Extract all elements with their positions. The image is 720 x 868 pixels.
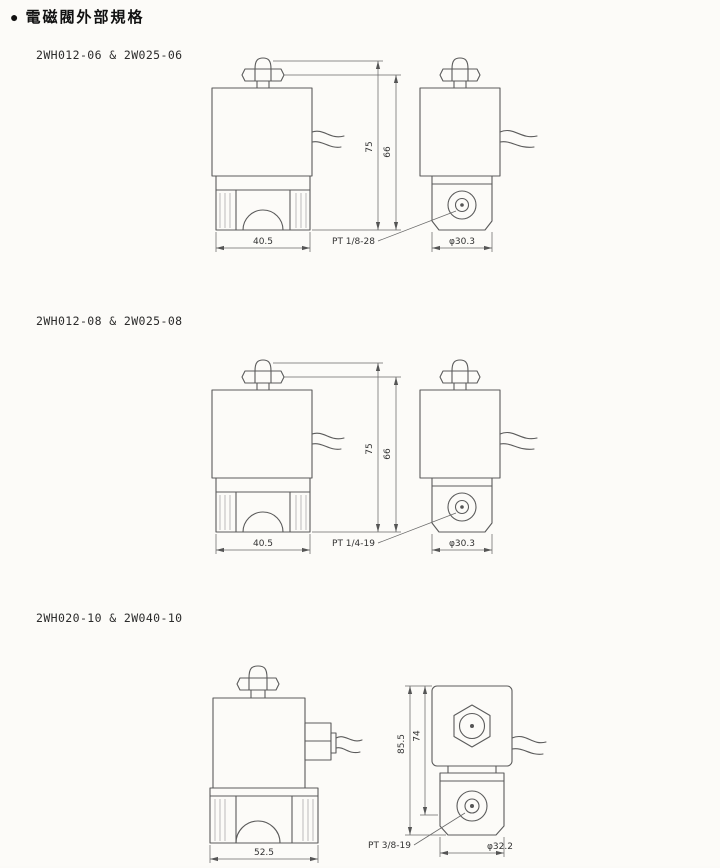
- port-size-label: PT 3/8-19: [368, 841, 411, 851]
- valve-drawing-section-3: 52.5 85.5 74: [209, 665, 547, 863]
- bullet-icon: ●: [10, 8, 19, 25]
- coil-height-dim-label: 74: [413, 730, 423, 742]
- lead-wires: [499, 130, 538, 148]
- dim-width: 40.5: [215, 534, 311, 554]
- coil-body: [211, 389, 313, 479]
- valve-body: [439, 765, 505, 836]
- cap-nut: [241, 359, 285, 391]
- front-view: 40.5: [211, 57, 345, 252]
- cap-nut: [241, 57, 285, 89]
- diameter-dim-label: φ30.3: [449, 237, 475, 247]
- dim-diameter: φ30.3: [431, 534, 493, 554]
- side-view: PT 1/8-28 φ30.3: [332, 57, 538, 252]
- coil-body: [419, 87, 501, 177]
- dim-height-total: 75: [273, 362, 401, 533]
- valve-body: [431, 175, 493, 231]
- port-center-dot: [470, 804, 474, 808]
- model-label-1: 2WH012-06 & 2W025-06: [36, 48, 183, 62]
- dim-height-total: 85.5: [397, 685, 446, 836]
- total-height-dim-label: 75: [365, 141, 375, 152]
- cap-nut: [236, 665, 280, 699]
- port-size-label: PT 1/8-28: [332, 237, 375, 247]
- port-outer-circle: [447, 492, 477, 522]
- valve-body: [209, 787, 319, 844]
- port-outer-circle: [456, 790, 488, 822]
- coil-height-dim-label: 66: [383, 146, 393, 158]
- total-height-dim-label: 75: [365, 443, 375, 454]
- lead-wires: [511, 736, 547, 755]
- port-outer-circle: [447, 190, 477, 220]
- dim-height-total: 75: [273, 60, 401, 231]
- hex-nut-top: [453, 704, 491, 748]
- side-view: PT 1/4-19 φ30.3: [332, 359, 538, 554]
- valve-drawing-section-2: 40.5 75 66: [211, 359, 538, 554]
- conduit-box: [304, 722, 337, 761]
- dim-diameter: φ32.2: [439, 837, 513, 857]
- cap-nut: [439, 57, 481, 89]
- width-dim-label: 52.5: [254, 848, 274, 858]
- valve-body: [215, 477, 311, 533]
- lead-wires: [499, 432, 538, 450]
- page-title: 電磁閥外部規格: [25, 8, 145, 26]
- port-center-dot: [460, 505, 464, 509]
- model-label-2: 2WH012-08 & 2W025-08: [36, 314, 183, 328]
- width-dim-label: 40.5: [253, 237, 273, 247]
- valve-drawing-section-1: 40.5 75 66: [211, 57, 538, 252]
- diameter-dim-label: φ30.3: [449, 539, 475, 549]
- coil-body: [211, 87, 313, 177]
- front-view: 52.5: [209, 665, 363, 863]
- port-callout: PT 3/8-19: [368, 812, 466, 851]
- valve-body: [215, 175, 311, 231]
- port-inner-circle: [454, 197, 470, 213]
- port-callout: PT 1/4-19: [332, 512, 457, 549]
- total-height-dim-label: 85.5: [397, 734, 407, 754]
- cap-nut: [439, 359, 481, 391]
- model-label-3: 2WH020-10 & 2W040-10: [36, 611, 183, 625]
- top-view: PT 3/8-19 φ32.2: [368, 685, 547, 857]
- port-inner-circle: [464, 798, 480, 814]
- dim-height-coil: 66: [284, 74, 401, 230]
- port-callout: PT 1/8-28: [332, 210, 457, 247]
- lead-wires: [311, 432, 345, 450]
- dim-width: 52.5: [209, 845, 319, 863]
- coil-body: [419, 389, 501, 479]
- page-header: ● 電磁閥外部規格: [10, 6, 144, 27]
- dim-diameter: φ30.3: [431, 232, 493, 252]
- port-size-label: PT 1/4-19: [332, 539, 375, 549]
- dim-height-coil: 74: [413, 686, 438, 816]
- coil-body: [212, 697, 306, 789]
- lead-wires: [311, 130, 345, 148]
- port-center-dot: [460, 203, 464, 207]
- dim-width: 40.5: [215, 232, 311, 252]
- diameter-dim-label: φ32.2: [487, 842, 513, 852]
- dim-height-coil: 66: [284, 376, 401, 532]
- lead-wires: [335, 736, 363, 754]
- port-inner-circle: [454, 499, 470, 515]
- width-dim-label: 40.5: [253, 539, 273, 549]
- front-view: 40.5: [211, 359, 345, 554]
- valve-body: [431, 477, 493, 533]
- coil-height-dim-label: 66: [383, 448, 393, 460]
